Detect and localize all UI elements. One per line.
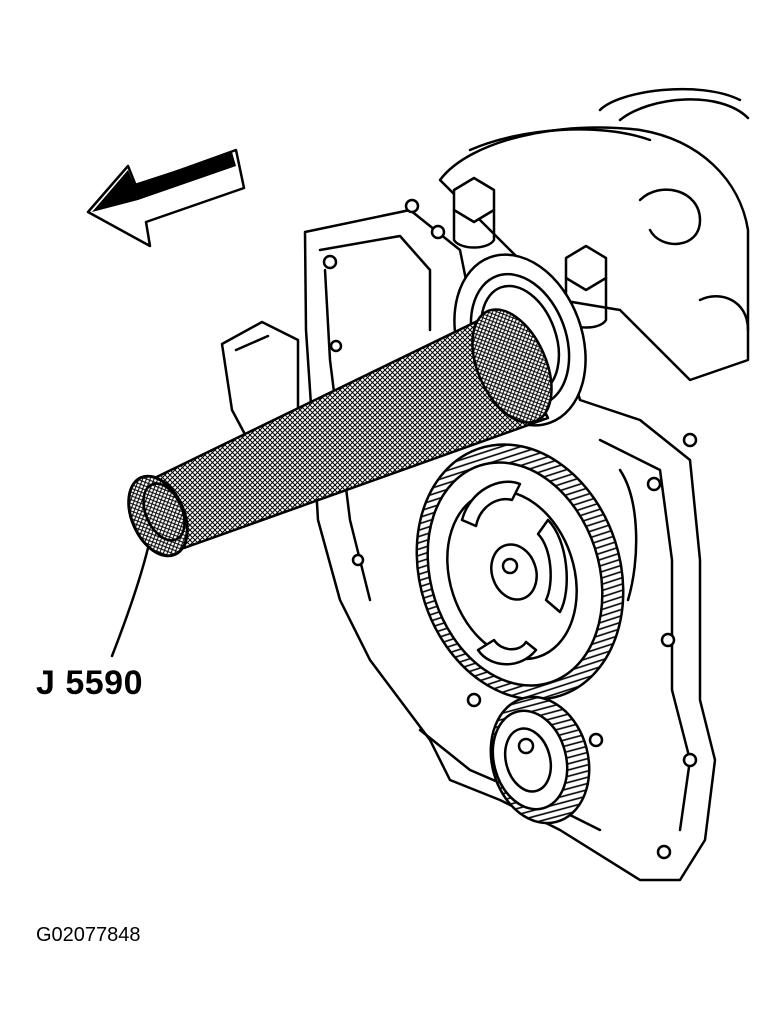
direction-arrow: [86, 148, 246, 248]
figure-id: G02077848: [36, 924, 141, 946]
callout-leader-line: [110, 546, 150, 658]
installer-tool: [127, 308, 553, 558]
camshaft-gear: [415, 443, 625, 701]
upper-bolt-left: [452, 176, 496, 249]
crankshaft-gear: [489, 695, 591, 825]
tool-label: J 5590: [36, 664, 143, 702]
